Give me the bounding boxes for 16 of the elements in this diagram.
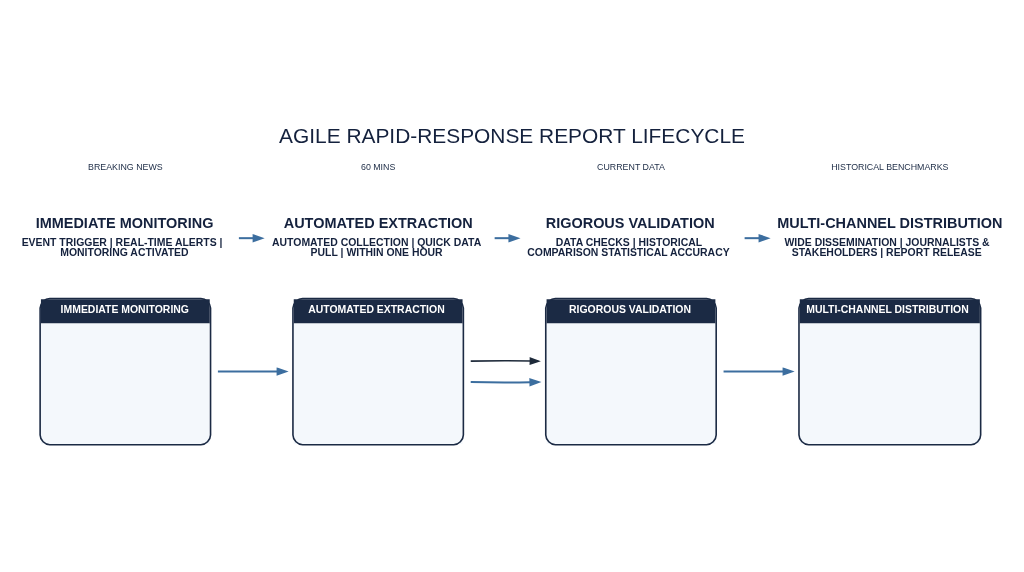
node-text: MULTI-CHANNEL DISTRIBUTION WIDE DISSEMINATION | JOURNALISTS & STAKEHOLDERS | REPORT RELEASE [777, 215, 1003, 259]
label: HISTORICAL BENCHMARKS [831, 161, 949, 172]
arrow [217, 367, 289, 376]
arrow [744, 233, 771, 243]
arrow [494, 233, 521, 243]
arrow [723, 367, 795, 376]
label: CURRENT DATA [597, 161, 665, 172]
arrow [238, 233, 265, 243]
node-text: AUTOMATED EXTRACTION AUTOMATED COLLECTION | QUICK DATA PULL | WITHIN ONE HOUR [272, 215, 482, 259]
arrow [469, 357, 541, 365]
label: BREAKING NEWS [88, 161, 163, 172]
node-text: RIGOROUS VALIDATION DATA CHECKS | HISTORICAL COMPARISON STATISTICAL ACCURACY [527, 215, 730, 259]
label: 60 MINS [360, 161, 396, 172]
diagram-title: AGILE RAPID-RESPONSE REPORT LIFECYCLE [279, 124, 745, 148]
node-text: IMMEDIATE MONITORING EVENT TRIGGER | REAL-TIME ALERTS | MONITORING ACTIVATED [21, 215, 223, 259]
arrow [470, 378, 542, 387]
